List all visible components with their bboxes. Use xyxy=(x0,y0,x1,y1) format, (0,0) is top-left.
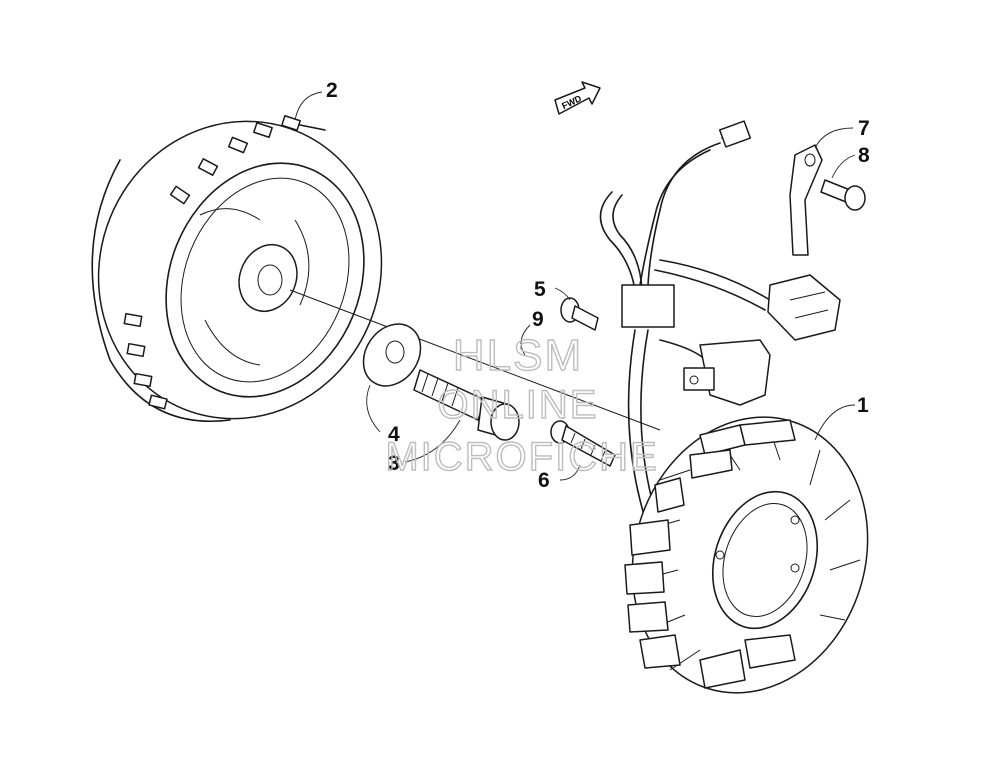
callout-8: 8 xyxy=(858,144,870,167)
callout-2: 2 xyxy=(326,79,338,102)
watermark-line1: HLSM xyxy=(453,331,583,380)
callout-4: 4 xyxy=(388,423,400,446)
pickup-sensor xyxy=(683,339,771,406)
bracket xyxy=(789,144,823,256)
watermark: HLSM ONLINE MICROFICHE xyxy=(385,330,658,479)
flywheel xyxy=(91,115,383,422)
callout-leaders xyxy=(294,91,856,481)
screw-5 xyxy=(560,297,599,331)
bracket-screw xyxy=(820,179,866,211)
stator-bolt xyxy=(550,420,616,467)
watermark-line3: MICROFICHE xyxy=(385,435,658,479)
callout-6: 6 xyxy=(538,469,550,492)
callout-9: 9 xyxy=(532,308,544,331)
fwd-arrow: FWD xyxy=(554,81,601,115)
watermark-line2: ONLINE xyxy=(438,383,599,427)
washer xyxy=(362,323,422,387)
connector-block xyxy=(767,274,841,341)
callout-3: 3 xyxy=(388,452,400,475)
callout-7: 7 xyxy=(858,117,870,140)
assembly-axis-line xyxy=(289,289,661,431)
callout-5: 5 xyxy=(534,278,546,301)
stator xyxy=(624,416,869,694)
callout-1: 1 xyxy=(857,394,869,417)
flywheel-bolt xyxy=(413,369,520,441)
